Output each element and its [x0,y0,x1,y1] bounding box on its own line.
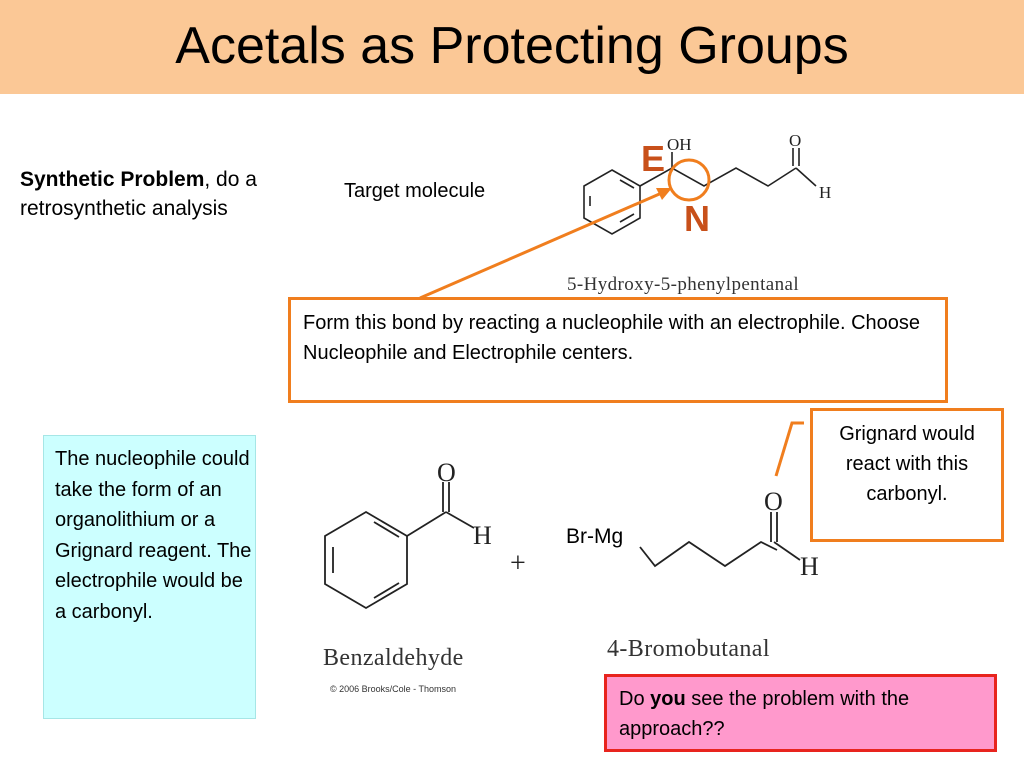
plus-sign: + [510,548,526,579]
bromobutanal-h-label: H [800,552,819,581]
benzaldehyde-o-label: O [437,458,456,487]
nucleophile-explanation-box: The nucleophile could take the form of a… [43,435,256,719]
synthetic-problem-rest: , do a retrosynthetic analysis [20,168,257,220]
target-ch-bond [795,167,817,187]
synthetic-problem-text: Synthetic Problem, do a retrosynthetic a… [20,165,320,223]
bromobutanal-chain [639,540,778,568]
bromobutanal-o-label: O [764,487,783,516]
form-bond-callout: Form this bond by reacting a nucleophile… [288,297,948,403]
benzaldehyde-ring [324,510,408,610]
benzaldehyde-ring-bond [406,511,447,537]
arrow-form-bond-head [656,188,672,200]
copyright-notice: © 2006 Brooks/Cole - Thomson [330,684,457,694]
br-mg-label: Br-Mg [566,525,624,548]
target-chain-bonds [639,167,797,187]
arrow-grignard [774,421,804,477]
target-o-label: O [789,131,801,150]
question-post: see the problem with the approach?? [619,688,910,740]
bromobutanal-name: 4-Bromobutanal [607,636,770,662]
target-molecule-label: Target molecule [344,180,486,202]
title-bar [0,0,1024,94]
question-pre: Do [619,688,651,710]
grignard-callout: Grignard would react with this carbonyl. [810,408,1004,542]
benzaldehyde-h-label: H [473,521,492,550]
slide-title: Acetals as Protecting Groups [175,17,849,75]
target-h-label: H [819,183,831,202]
benzaldehyde-name: Benzaldehyde [323,645,464,671]
target-molecule-name: 5-Hydroxy-5-phenylpentanal [567,274,799,295]
arrow-form-bond [419,190,665,300]
synthetic-problem-heading: Synthetic Problem [20,168,205,191]
electrophile-label: E [641,138,666,179]
question-box: Do you see the problem with the approach… [604,674,997,752]
target-oh-label: OH [667,135,692,154]
question-emphasis: you [650,688,686,710]
nucleophile-label: N [684,198,710,239]
benzaldehyde-ch [445,511,475,529]
bromobutanal-ch [773,541,801,561]
bond-highlight-circle [667,158,711,202]
